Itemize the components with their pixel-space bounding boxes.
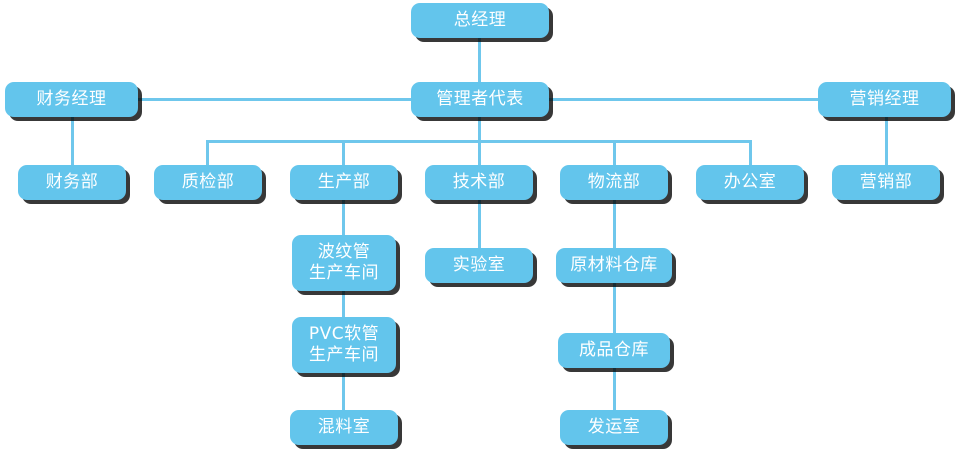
connector-production-drop (342, 140, 345, 165)
node-label: 总经理 (453, 9, 507, 30)
node-shipping-room[interactable]: 发运室 (560, 410, 668, 445)
node-pvc-hose-workshop[interactable]: PVC软管 生产车间 (292, 317, 396, 373)
node-technical-department[interactable]: 技术部 (425, 165, 533, 200)
connector-technical-to-laboratory (478, 200, 481, 248)
node-logistics-department[interactable]: 物流部 (560, 165, 668, 200)
node-finance-manager[interactable]: 财务经理 (5, 82, 138, 117)
node-label: 波纹管 生产车间 (309, 241, 379, 283)
node-label: 质检部 (181, 171, 235, 192)
node-label: 营销部 (859, 171, 913, 192)
connector-logistics-to-raw-material (613, 200, 616, 248)
node-label: 物流部 (587, 171, 641, 192)
node-label: 混料室 (317, 416, 371, 437)
connector-pvc-to-mixing (342, 373, 345, 410)
node-label: 生产部 (317, 171, 371, 192)
node-office[interactable]: 办公室 (696, 165, 804, 200)
node-finished-goods-warehouse[interactable]: 成品仓库 (558, 333, 670, 368)
node-mixing-room[interactable]: 混料室 (290, 410, 398, 445)
connector-logistics-drop (613, 140, 616, 165)
node-label: 财务部 (45, 171, 99, 192)
node-label: 财务经理 (36, 88, 107, 109)
connector-marketing-mgr-down (885, 117, 888, 165)
node-finance-department[interactable]: 财务部 (18, 165, 126, 200)
node-marketing-manager[interactable]: 营销经理 (818, 82, 951, 117)
node-label: 技术部 (452, 171, 506, 192)
node-label: 实验室 (452, 254, 506, 275)
node-raw-material-warehouse[interactable]: 原材料仓库 (556, 248, 672, 283)
node-label: 发运室 (587, 416, 641, 437)
connector-production-to-corrugated (342, 200, 345, 235)
node-qc-department[interactable]: 质检部 (154, 165, 262, 200)
node-label: 办公室 (723, 171, 777, 192)
node-production-department[interactable]: 生产部 (290, 165, 398, 200)
connector-finance-mgr-down (71, 117, 74, 165)
connector-gm-down (478, 38, 481, 99)
node-corrugated-pipe-workshop[interactable]: 波纹管 生产车间 (292, 235, 396, 291)
connector-finished-to-shipping (613, 368, 616, 410)
node-label: PVC软管 生产车间 (308, 323, 380, 365)
node-laboratory[interactable]: 实验室 (425, 248, 533, 283)
node-label: 原材料仓库 (570, 254, 658, 275)
connector-corrugated-to-pvc (342, 291, 345, 317)
node-label: 成品仓库 (579, 339, 649, 360)
node-general-manager[interactable]: 总经理 (411, 3, 549, 38)
connector-qc-drop (206, 140, 209, 165)
node-marketing-department[interactable]: 营销部 (832, 165, 940, 200)
connector-raw-material-to-finished (613, 283, 616, 333)
connector-technical-drop (478, 140, 481, 165)
connector-office-drop (749, 140, 752, 165)
node-management-representative[interactable]: 管理者代表 (411, 82, 549, 117)
node-label: 管理者代表 (436, 88, 524, 109)
node-label: 营销经理 (849, 88, 920, 109)
